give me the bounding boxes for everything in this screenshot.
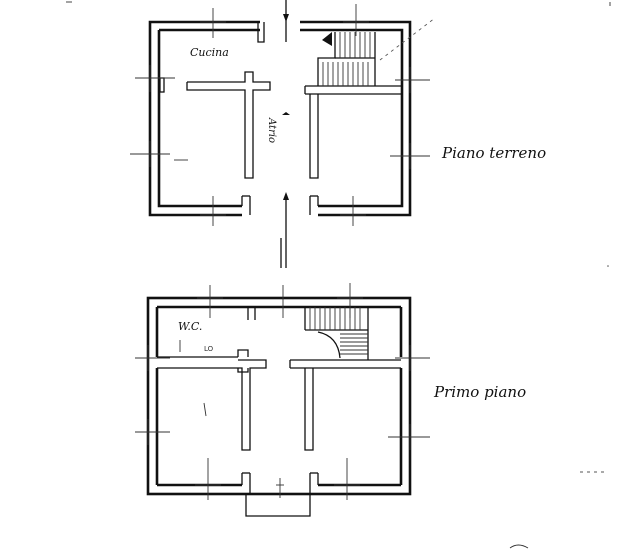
ground-floor-title: Piano terreno (442, 144, 547, 162)
ground-floor-axis-marks (130, 4, 430, 226)
first-floor-axis-marks (135, 283, 430, 500)
kitchen-label: Cucina (190, 46, 229, 59)
ground-floor-exterior-walls (148, 20, 412, 217)
ground-floor-center-axis (280, 0, 290, 268)
atrium-label: Atrio (266, 118, 277, 144)
scan-specks (66, 1, 611, 549)
first-floor-partitions: LO (157, 307, 401, 451)
ground-floor-staircase (317, 17, 436, 86)
first-floor-staircase (304, 307, 369, 360)
ground-floor-plan (130, 0, 436, 268)
ground-floor-partitions (186, 17, 436, 179)
svg-text:LO: LO (204, 345, 214, 353)
first-floor-plan: LO (135, 283, 430, 517)
wc-label: W.C. (178, 320, 203, 333)
first-floor-title: Primo piano (434, 383, 527, 401)
